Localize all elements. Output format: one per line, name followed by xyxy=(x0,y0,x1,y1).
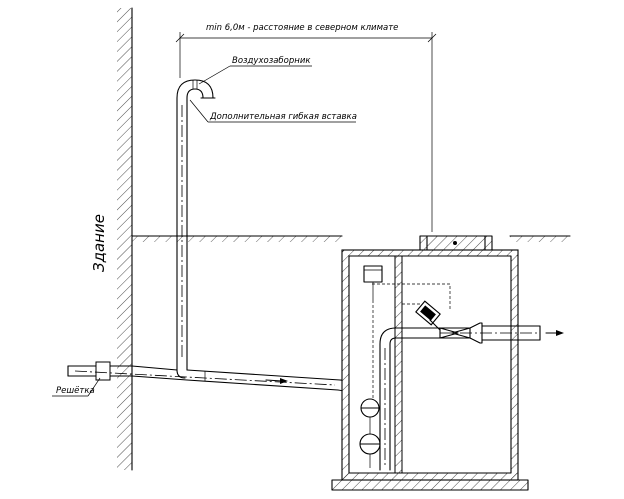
flexible-insert-leader xyxy=(189,99,356,123)
air-intake-leader xyxy=(198,65,312,85)
primary-chamber-equipment xyxy=(359,265,383,468)
dimension-line xyxy=(175,32,437,232)
inspection-neck xyxy=(419,235,493,251)
ground-surface xyxy=(131,235,571,242)
vent-pipe xyxy=(176,79,216,379)
air-intake-label: Воздухозаборник xyxy=(232,56,311,66)
grate-leader xyxy=(52,377,101,397)
building-wall xyxy=(117,7,133,471)
airlift-riser xyxy=(379,327,441,471)
septic-tank xyxy=(331,249,529,491)
outlet-valve xyxy=(415,300,441,331)
building-label: Здание xyxy=(90,214,108,272)
flexible-insert-label: Дополнительная гибкая вставка xyxy=(209,112,357,122)
inlet-pipe xyxy=(67,361,363,419)
dimension-label: min 6,0м - расстояние в северном климате xyxy=(206,23,398,33)
outlet-pipe xyxy=(439,322,564,344)
grate-label: Решётка xyxy=(56,386,95,396)
control-line xyxy=(372,283,451,310)
